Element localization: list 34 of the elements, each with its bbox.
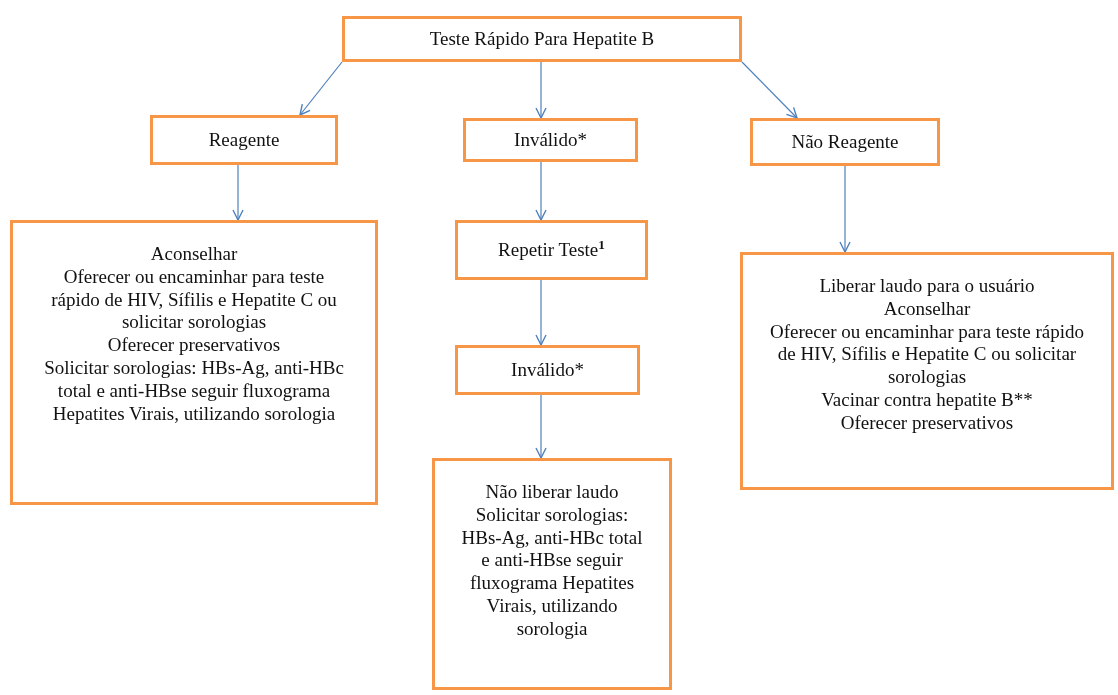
box-text: Teste Rápido Para Hepatite B xyxy=(429,27,655,51)
box-text: Vacinar contra hepatite B** xyxy=(821,389,1033,412)
arrow xyxy=(535,61,547,119)
arrow xyxy=(535,279,547,346)
box-text: Oferecer preservativos xyxy=(840,411,1014,435)
box-text: Inválido* xyxy=(514,128,587,152)
arrow xyxy=(741,61,798,119)
arrow xyxy=(839,165,851,253)
arrow xyxy=(232,164,244,221)
process-box xyxy=(750,118,940,166)
process-box xyxy=(463,118,638,162)
box-text: Oferecer ou encaminhar para teste rápido de HIV, Sífilis e Hepatite C ou solicitar sorologias xyxy=(50,265,338,335)
process-box xyxy=(10,220,378,505)
box-text: Reagente xyxy=(208,128,280,152)
box-text: Solicitar sorologias: HBs-Ag, anti-HBc total e anti-HBse seguir fluxograma Hepatites Virais, utilizando sorologia xyxy=(461,503,643,641)
box-text: Não liberar laudo xyxy=(485,481,619,504)
box-text: Aconselhar xyxy=(150,243,238,266)
box-text: Liberar laudo para o usuário xyxy=(819,275,1035,298)
box-text: Inválido* xyxy=(511,358,584,382)
box-text: Oferecer ou encaminhar para teste rápido de HIV, Sífilis e Hepatite C ou solicitar sorologias xyxy=(769,320,1085,389)
process-box xyxy=(455,220,648,280)
arrow xyxy=(535,161,547,221)
process-box xyxy=(740,252,1114,490)
process-box xyxy=(455,345,640,395)
box-text: Não Reagente xyxy=(791,130,899,154)
arrow xyxy=(535,394,547,459)
box-text: Solicitar sorologias: HBs-Ag, anti-HBc total e anti-HBse seguir fluxograma Hepatites Virais, utilizando sorologia xyxy=(43,357,345,426)
process-box xyxy=(342,16,742,62)
process-box xyxy=(150,115,338,165)
box-text: Oferecer preservativos xyxy=(107,334,281,357)
box-text: Aconselhar xyxy=(883,297,971,321)
box-text: Repetir Teste$^{1}$ xyxy=(498,238,605,262)
arrow xyxy=(299,61,343,116)
process-box xyxy=(432,458,672,690)
